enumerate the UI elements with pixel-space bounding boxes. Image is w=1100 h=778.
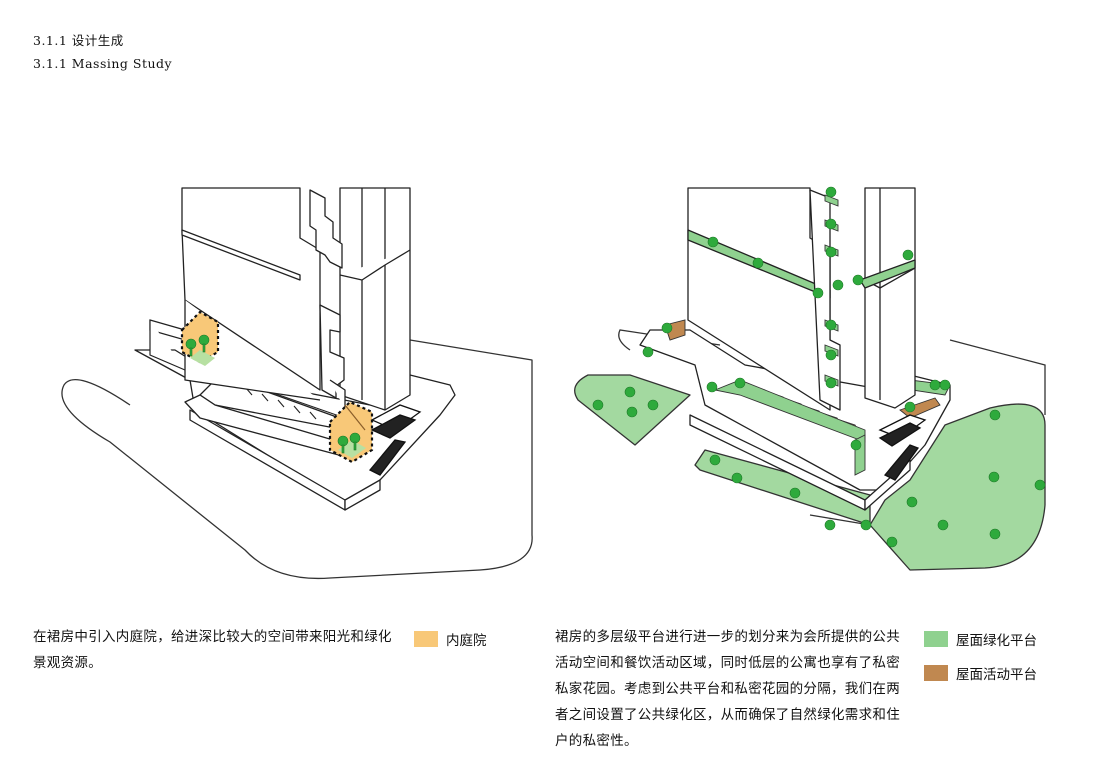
lawn-right [869,403,1046,571]
tree-cluster [185,334,361,454]
legend-swatch-courtyard [414,631,438,647]
platform-caption: 裙房的多层级平台进行进一步的划分来为会所提供的公共活动空间和餐饮活动区域，同时低… [555,629,900,749]
legend-courtyard: 内庭院 [414,629,487,649]
legend-label-courtyard: 内庭院 [446,633,487,649]
legend-activity-roof: 屋面活动平台 [924,663,1037,683]
massing-diagram-roof-platforms [574,186,1046,571]
legend-green-roof: 屋面绿化平台 [924,629,1037,649]
courtyard-highlight-lower [328,400,374,464]
tree-cluster-right [592,186,1046,548]
courtyard-caption: 在裙房中引入内庭院，给进深比较大的空间带来阳光和绿化景观资源。 [33,629,392,671]
section-title-en: 3.1.1 Massing Study [33,56,173,71]
lawn-bottom [694,449,871,526]
legend-swatch-green [924,631,948,647]
massing-diagram-courtyard [61,187,533,580]
tower-right-block [339,187,411,411]
legend-label-green: 屋面绿化平台 [956,633,1037,649]
section-title-cn: 3.1.1 设计生成 [33,33,124,48]
legend-swatch-activity [924,665,948,681]
legend-label-activity: 屋面活动平台 [956,667,1037,683]
site-boundary [61,339,533,580]
